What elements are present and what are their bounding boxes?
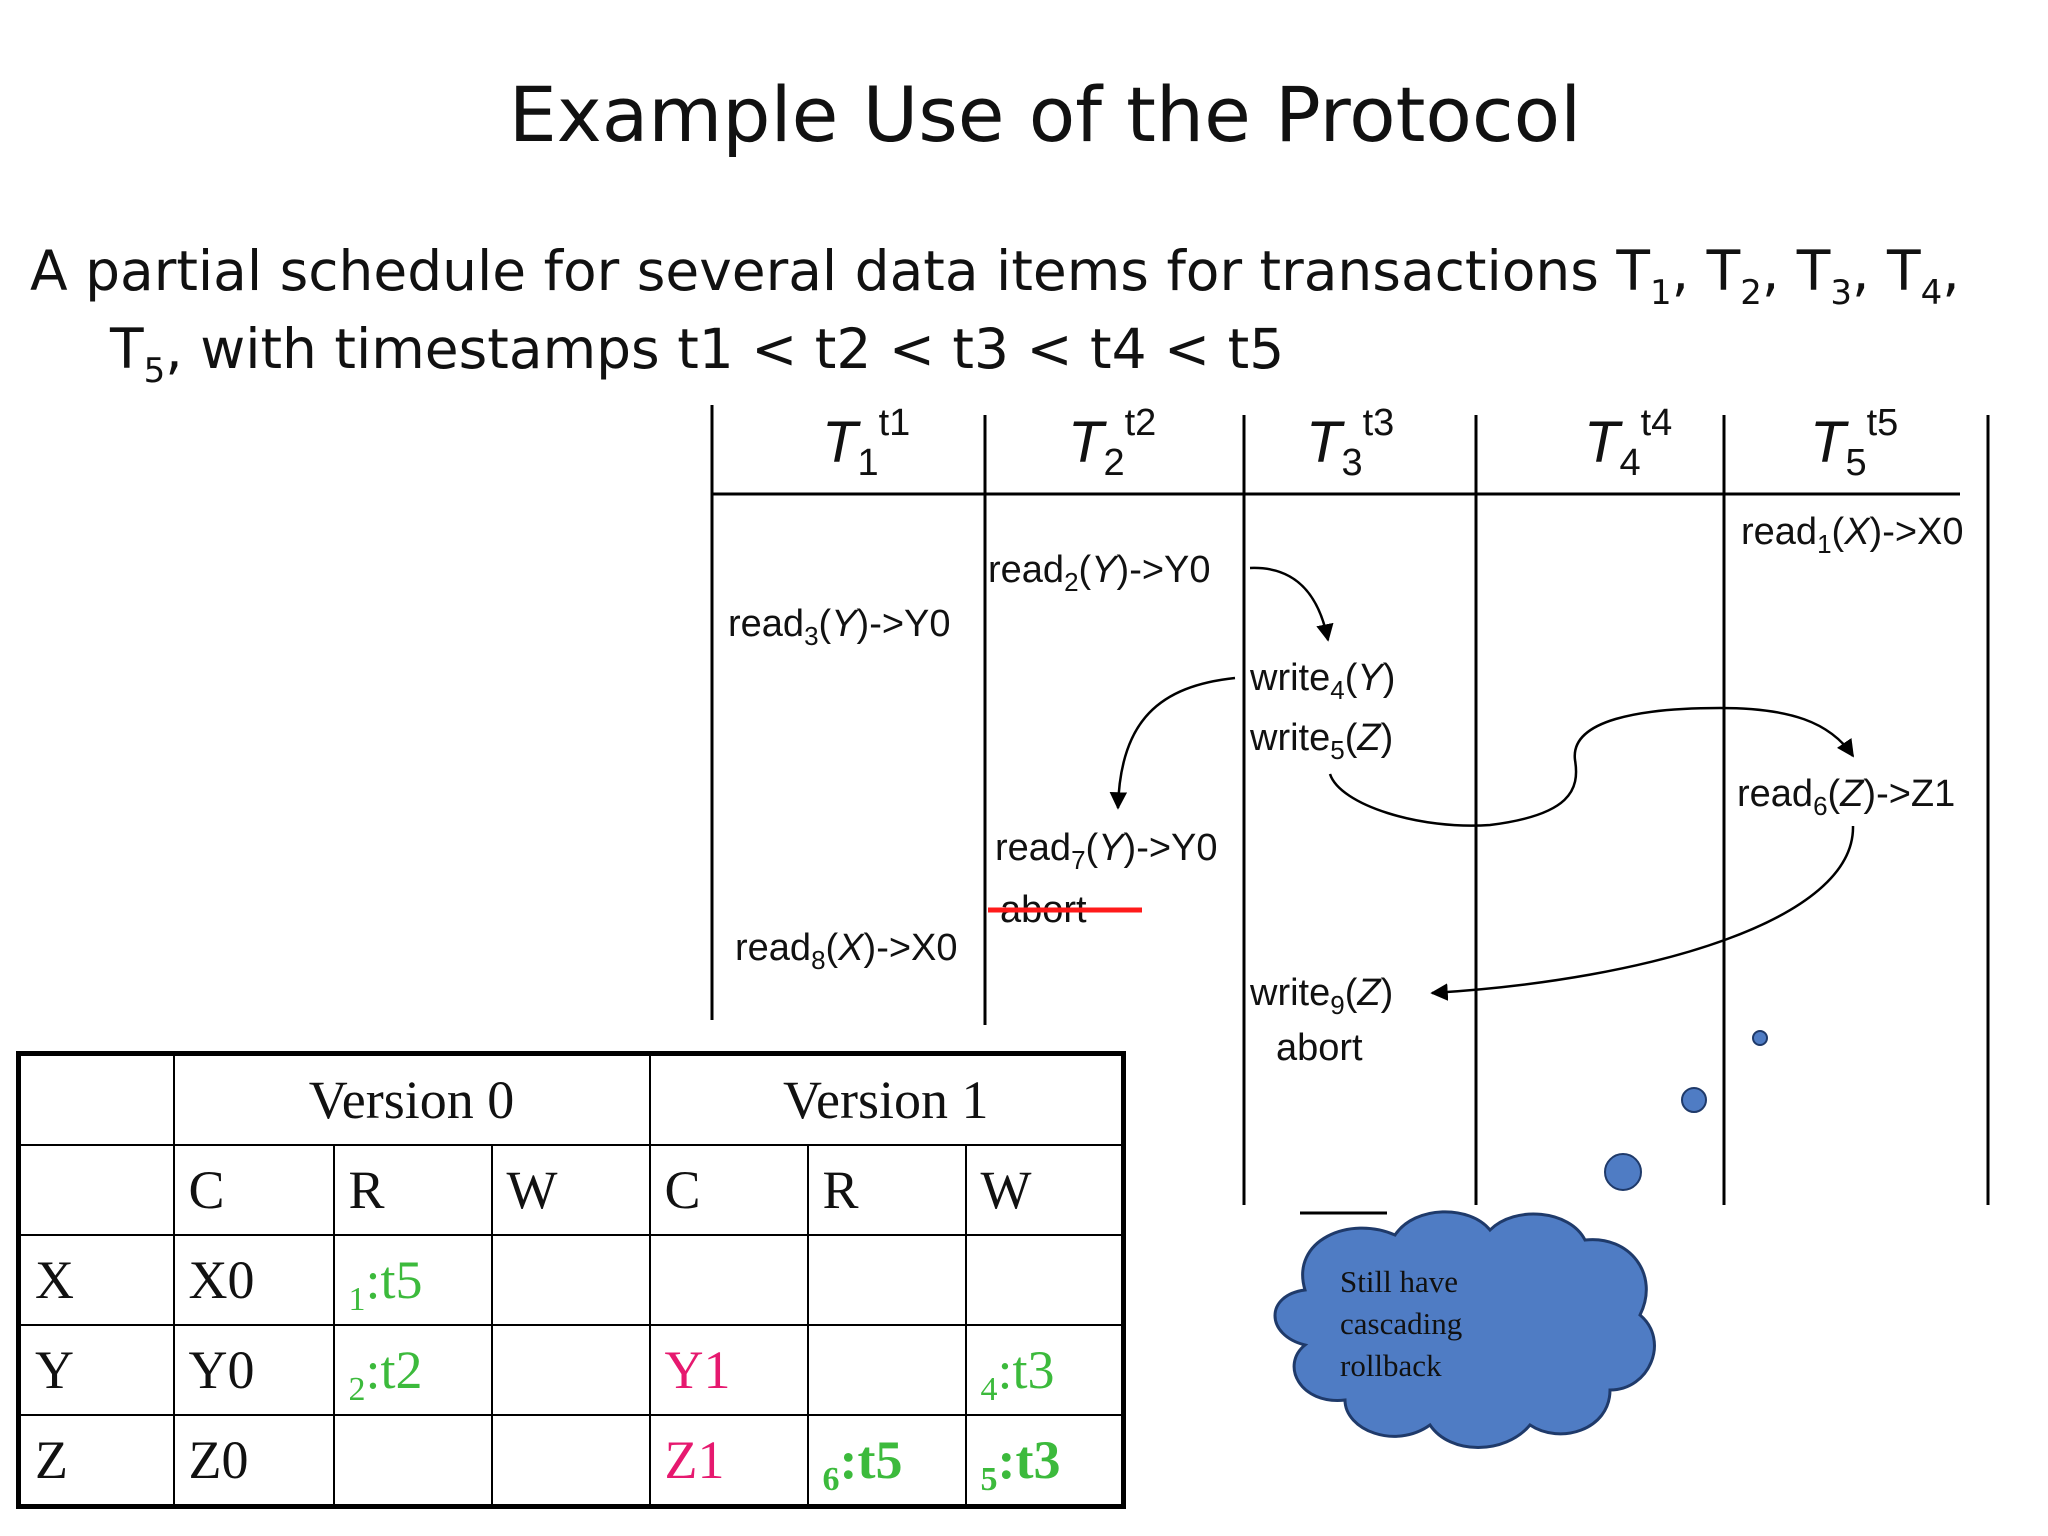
table-cell: 5:t3 [964, 1414, 1125, 1508]
subtitle-sub: 1 [1649, 273, 1672, 313]
thought-bubble-medium [1681, 1087, 1707, 1113]
table-cell [332, 1414, 493, 1508]
operation-write5: write5(Z) [1249, 717, 1393, 765]
table-cell: 4:t3 [964, 1324, 1125, 1416]
table-cell: 2:t2 [332, 1324, 493, 1416]
header-sub: 4 [1619, 442, 1640, 484]
thought-bubbles [1604, 1030, 1768, 1191]
subtitle-text: T [110, 317, 144, 381]
table-row: Y Y0 2:t2 Y1 4:t3 [17, 1324, 1125, 1416]
table-cell [806, 1234, 967, 1326]
header-name: T [1584, 410, 1623, 475]
slide-title: Example Use of the Protocol [508, 70, 1582, 159]
table-cell [490, 1324, 651, 1416]
header-sub: 2 [1103, 442, 1124, 484]
table-row: C R W C R W [17, 1144, 1125, 1236]
column-header-t1: T1t1 [822, 402, 910, 484]
operation-read7: read7(Y)->Y0 [995, 827, 1218, 875]
arrows [1109, 566, 1855, 1001]
cloud: Still have cascading rollback [1273, 1210, 1656, 1449]
subtitle-text: , with timestamps t1 < t2 < t3 < t4 < t5 [165, 317, 1285, 381]
table-cell: Z0 [172, 1414, 335, 1508]
table-cell: 6:t5 [806, 1414, 967, 1508]
subtitle-text: A partial schedule for several data item… [30, 239, 1650, 303]
row-item: Y [17, 1324, 175, 1416]
operation-read2: read2(Y)->Y0 [988, 549, 1211, 597]
header-ts: t4 [1641, 402, 1673, 444]
arrow-read6-write9 [1430, 825, 1855, 1001]
header-ts: t2 [1125, 402, 1157, 444]
table-cell [17, 1052, 175, 1146]
operation-read8: read8(X)->X0 [735, 927, 958, 975]
table-row: Version 0 Version 1 [17, 1052, 1125, 1146]
header-sub: 5 [1845, 442, 1866, 484]
table-cell [964, 1234, 1125, 1326]
column-header: R [806, 1144, 967, 1236]
arrow-write5-read6 [1328, 706, 1855, 827]
column-header: C [648, 1144, 809, 1236]
header-name: T [1068, 410, 1107, 475]
subtitle-sub: 5 [143, 351, 166, 391]
row-item: Z [17, 1414, 175, 1508]
subtitle-sub: 3 [1830, 273, 1853, 313]
column-header-t3: T3t3 [1306, 402, 1394, 484]
table-row: X X0 1:t5 [17, 1234, 1125, 1326]
table-cell [17, 1144, 175, 1236]
subtitle-sub: 2 [1740, 273, 1762, 313]
table-cell [806, 1324, 967, 1416]
column-header: C [172, 1144, 335, 1236]
header-ts: t1 [879, 402, 911, 444]
operation-read6: read6(Z)->Z1 [1737, 773, 1955, 821]
cloud-shape [1273, 1210, 1656, 1449]
header-ts: t3 [1363, 402, 1395, 444]
header-name: T [1810, 410, 1849, 475]
operation-write9: write9(Z) [1249, 972, 1393, 1020]
row-item: X [17, 1234, 175, 1326]
column-header: W [490, 1144, 651, 1236]
subtitle-sub: 4 [1920, 273, 1943, 313]
header-name: T [822, 410, 861, 475]
operation-write4: write4(Y) [1249, 657, 1395, 705]
column-header-t5: T5t5 [1810, 402, 1898, 484]
column-header: R [332, 1144, 493, 1236]
operations: read1(X)->X0 read2(Y)->Y0 read3(Y)->Y0 w… [728, 511, 1964, 1069]
cloud-text-line: cascading [1340, 1306, 1462, 1341]
column-headers: T1t1 T2t2 T3t3 T4t4 T5t5 [822, 402, 1898, 484]
version-0-header: Version 0 [172, 1052, 651, 1146]
header-name: T [1306, 410, 1345, 475]
slide-subtitle: A partial schedule for several data item… [30, 239, 1960, 391]
table-cell [490, 1414, 651, 1508]
table-cell: 1:t5 [332, 1234, 493, 1326]
column-header-t2: T2t2 [1068, 402, 1156, 484]
table-row: Z Z0 Z1 6:t5 5:t3 [17, 1414, 1125, 1508]
header-ts: t5 [1867, 402, 1899, 444]
cloud-text-line: rollback [1340, 1348, 1442, 1383]
table-cell: Z1 [648, 1414, 809, 1508]
table-cell [490, 1234, 651, 1326]
thought-bubble-large [1604, 1153, 1642, 1191]
operation-read1: read1(X)->X0 [1741, 511, 1964, 559]
table-cell: X0 [172, 1234, 335, 1326]
thought-bubble-small [1752, 1030, 1768, 1046]
arrow-read2-write4 [1249, 566, 1334, 642]
versions-table: Version 0 Version 1 C R W C R W X X0 1:t… [16, 1051, 1127, 1509]
header-sub: 1 [857, 442, 878, 484]
column-header-t4: T4t4 [1584, 402, 1672, 484]
cloud-text-line: Still have [1340, 1264, 1458, 1299]
table-cell: Y0 [172, 1324, 335, 1416]
schedule-grid [710, 405, 1990, 1205]
table-cell: Y1 [648, 1324, 809, 1416]
version-1-header: Version 1 [648, 1052, 1125, 1146]
abort-t3-text: abort [1276, 1027, 1363, 1069]
operation-read3: read3(Y)->Y0 [728, 603, 951, 651]
header-sub: 3 [1341, 442, 1362, 484]
table-cell [648, 1234, 809, 1326]
column-header: W [964, 1144, 1125, 1236]
arrow-write4-read7 [1109, 676, 1236, 810]
